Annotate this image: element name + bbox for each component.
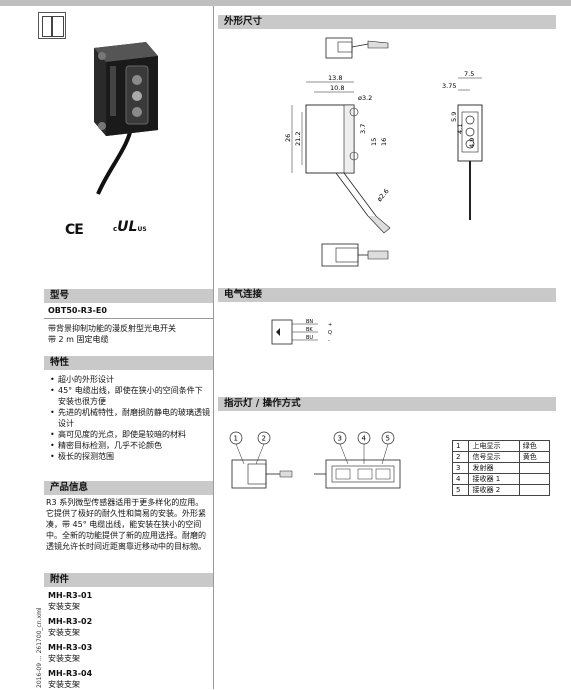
section-dimensions: 外形尺寸 <box>218 15 556 29</box>
feature-item: 超小的外形设计 <box>48 374 210 385</box>
dim-label: 3.75 <box>442 82 456 90</box>
legend-label: 上电显示 <box>468 440 520 452</box>
dim-label: 26 <box>284 134 292 142</box>
model-code: OBT50-R3-E0 <box>48 306 107 315</box>
legend-num: 5 <box>451 484 470 496</box>
dim-label: 4.1 <box>456 124 464 134</box>
legend-color <box>518 473 551 485</box>
feature-item: 极长的探测范围 <box>48 451 210 462</box>
callout-label: 5 <box>386 435 390 443</box>
indicator-diagram: 1 2 3 4 5 <box>229 431 401 489</box>
feature-item: 精密目标检测，几乎不论颜色 <box>48 440 210 451</box>
feature-item: 45° 电缆出线，即使在狭小的空间条件下安装也很方便 <box>48 385 210 407</box>
divider <box>44 318 213 319</box>
legend-num: 2 <box>451 451 470 463</box>
wire-bk: BK <box>306 327 313 333</box>
legend-num: 4 <box>451 473 470 485</box>
legend-num: 3 <box>451 462 470 474</box>
dim-label: ø2.6 <box>375 187 390 203</box>
accessory-code: MH-R3-01 <box>48 591 93 600</box>
photoelectric-logo-icon <box>38 12 66 39</box>
wire-bu: BU <box>306 335 313 341</box>
section-accessories: 附件 <box>44 573 213 587</box>
model-desc-2: 带 2 m 固定电缆 <box>48 335 109 344</box>
dim-label: 21.2 <box>294 132 302 146</box>
feature-item: 先进的机械特性，耐磨损防静电的玻璃透镜设计 <box>48 407 210 429</box>
accessory-code: MH-R3-04 <box>48 669 93 678</box>
section-electrical: 电气连接 <box>218 288 556 302</box>
legend-color <box>518 462 551 474</box>
wiring-diagram: BN BK BU + Q - <box>271 319 332 345</box>
product-info-text: R3 系列微型传感器适用于更多样化的应用。它提供了极好的耐久性和简易的安装。外形… <box>46 498 206 551</box>
legend-label: 接收器 2 <box>468 484 520 496</box>
dimension-drawing: 13.8 10.8 ø3.2 26 21.2 3.7 15 16 ø2.6 7.… <box>284 37 483 267</box>
accessory-desc: 安装支架 <box>48 654 80 663</box>
wire-q: Q <box>328 330 332 336</box>
wire-minus: - <box>328 338 330 344</box>
product-photo <box>94 42 158 195</box>
top-bar <box>0 0 571 6</box>
dim-label: 10.8 <box>330 84 344 92</box>
accessory-desc: 安装支架 <box>48 680 80 689</box>
dim-label: 16 <box>380 138 388 146</box>
section-model: 型号 <box>44 289 213 303</box>
legend-color <box>518 484 551 496</box>
dim-label: 5.9 <box>450 112 458 122</box>
dim-label: ø3.2 <box>358 94 372 102</box>
model-desc-1: 带背景抑制功能的漫反射型光电开关 <box>48 324 176 333</box>
feature-item: 高可见度的光点，即使是较暗的材料 <box>48 429 210 440</box>
legend-label: 接收器 1 <box>468 473 520 485</box>
callout-label: 2 <box>262 435 266 443</box>
legend-label: 信号显示 <box>468 451 520 463</box>
callout-label: 3 <box>338 435 342 443</box>
callout-label: 4 <box>362 435 367 443</box>
accessory-desc: 安装支架 <box>48 602 80 611</box>
ce-mark: CE <box>65 222 84 238</box>
section-product-info: 产品信息 <box>44 481 213 495</box>
callout-label: 1 <box>234 435 238 443</box>
ul-mark-icon: cᑌLUS <box>113 219 147 235</box>
accessory-list: MH-R3-01 安装支架 MH-R3-02 安装支架 MH-R3-03 安装支… <box>48 590 208 690</box>
column-divider <box>213 6 214 689</box>
feature-list: 超小的外形设计 45° 电缆出线，即使在狭小的空间条件下安装也很方便 先进的机械… <box>48 374 210 462</box>
legend-label: 发射器 <box>468 462 520 474</box>
accessory-code: MH-R3-02 <box>48 617 93 626</box>
dim-label: 4.9 <box>468 138 476 148</box>
dim-label: 7.5 <box>464 70 474 78</box>
section-features: 特性 <box>44 356 213 370</box>
wire-plus: + <box>328 322 332 328</box>
legend-color: 绿色 <box>518 440 551 452</box>
accessory-desc: 安装支架 <box>48 628 80 637</box>
footer-vertical-text: 2016-09 ... 261700_cn.xml <box>36 607 43 688</box>
dim-label: 3.7 <box>359 124 367 134</box>
accessory-code: MH-R3-03 <box>48 643 93 652</box>
section-indicators: 指示灯 / 操作方式 <box>218 397 556 411</box>
legend-color: 黄色 <box>518 451 551 463</box>
dim-label: 13.8 <box>328 74 342 82</box>
dim-label: 15 <box>370 138 378 146</box>
legend-num: 1 <box>451 440 470 452</box>
wire-bn: BN <box>306 319 313 325</box>
